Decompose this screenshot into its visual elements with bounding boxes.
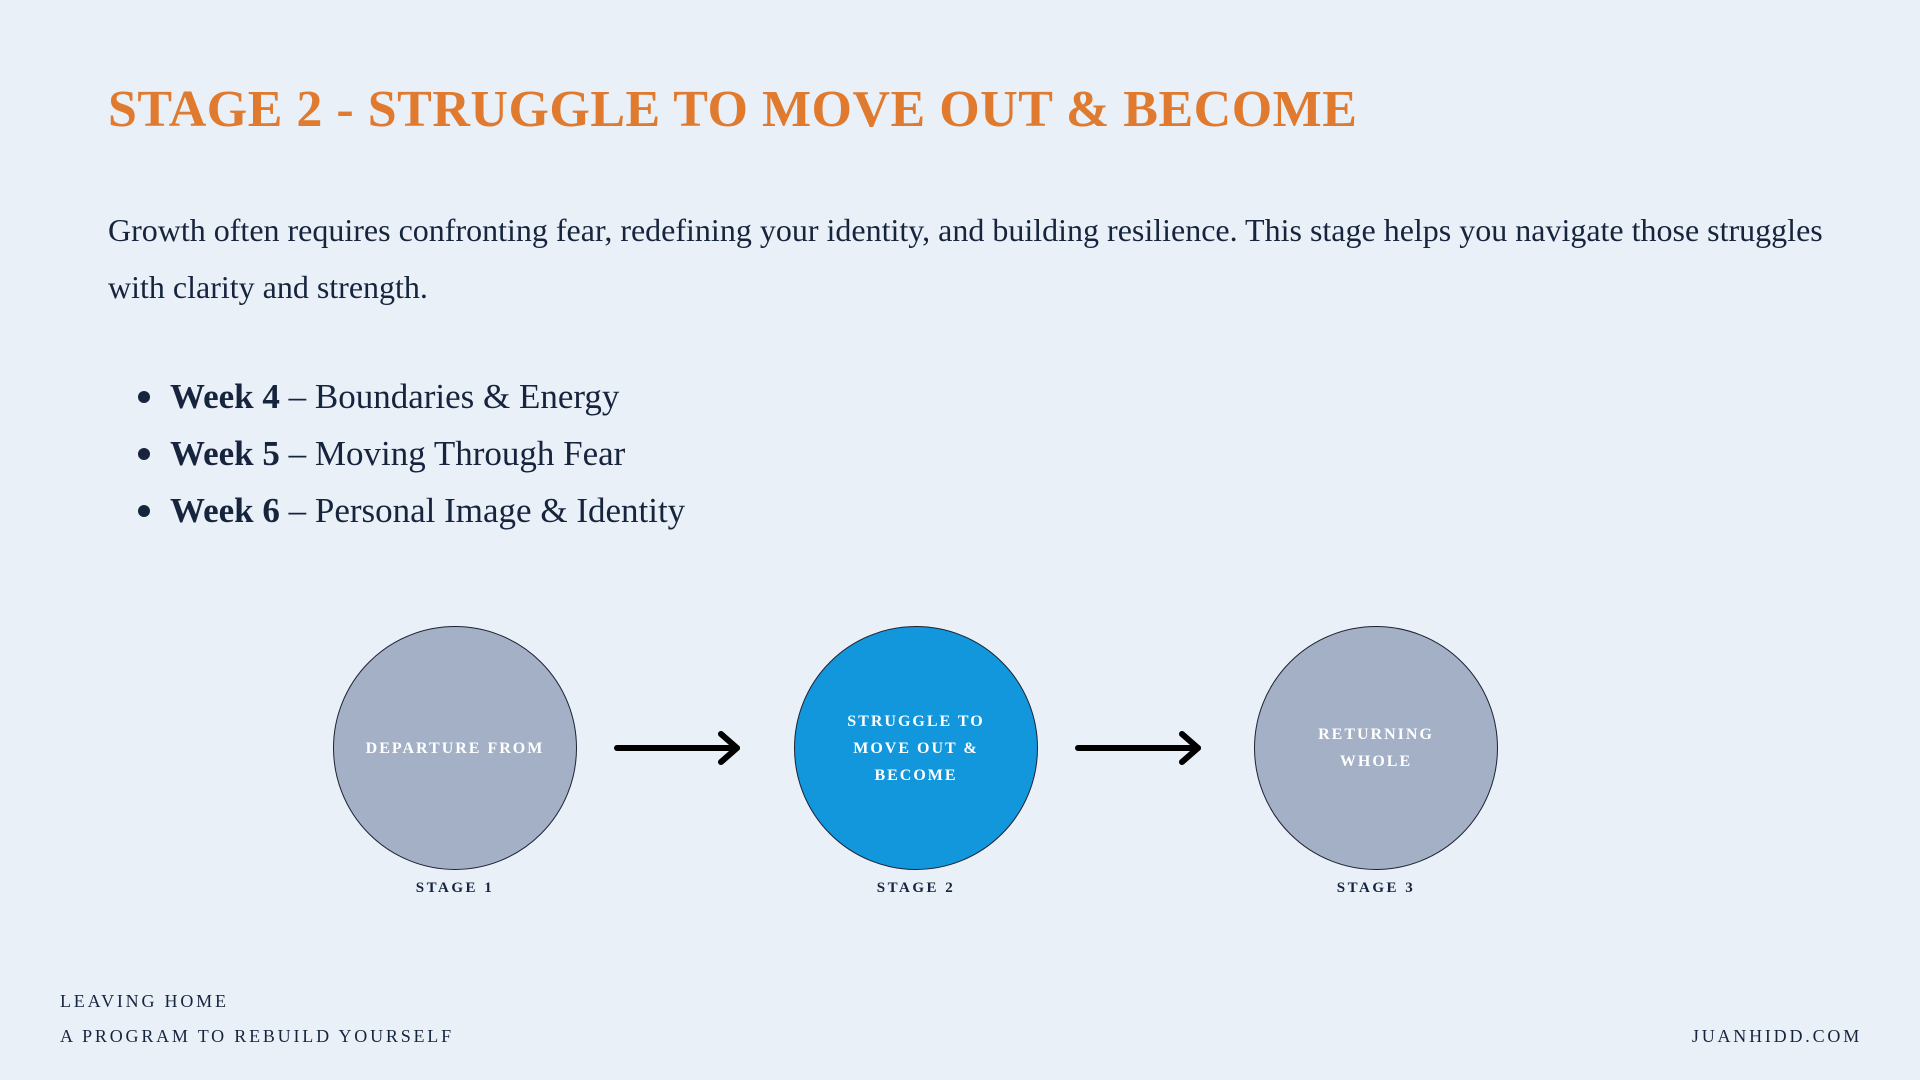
stage-3-circle: RETURNING WHOLE <box>1254 626 1498 870</box>
bullet-icon <box>138 448 150 460</box>
intro-paragraph: Growth often requires confronting fear, … <box>108 212 1823 305</box>
stage-3-label: STAGE 3 <box>1336 880 1416 896</box>
list-item: Week 5 – Moving Through Fear <box>138 425 685 482</box>
week-number: Week 6 <box>170 491 280 530</box>
stage-1-title: DEPARTURE FROM <box>365 739 545 757</box>
week-number: Week 5 <box>170 434 280 473</box>
stage-1-label: STAGE 1 <box>415 880 495 896</box>
arrow-right-icon <box>614 731 740 765</box>
program-tagline: A PROGRAM TO REBUILD YOURSELF <box>60 1026 454 1046</box>
week-topic: Personal Image & Identity <box>314 491 686 530</box>
week-separator: – <box>279 377 315 416</box>
stage-3-title: RETURNING WHOLE <box>1318 726 1434 770</box>
stage-1: DEPARTURE FROM STAGE 1 <box>333 626 577 897</box>
week-topic: Boundaries & Energy <box>314 377 620 416</box>
week-number: Week 4 <box>170 377 280 416</box>
arrow-right-icon <box>1075 731 1201 765</box>
program-name: LEAVING HOME <box>60 991 229 1011</box>
week-list: Week 4 – Boundaries & Energy Week 5 – Mo… <box>138 368 685 539</box>
stage-2-label: STAGE 2 <box>876 880 956 896</box>
list-item: Week 6 – Personal Image & Identity <box>138 482 685 539</box>
stage-1-circle: DEPARTURE FROM <box>333 626 577 870</box>
week-separator: – <box>279 491 315 530</box>
bullet-icon <box>138 391 150 403</box>
page-title: STAGE 2 - STRUGGLE TO MOVE OUT & BECOME <box>108 81 1358 138</box>
stage-2-title: STRUGGLE TO MOVE OUT & BECOME <box>847 712 985 784</box>
list-item: Week 4 – Boundaries & Energy <box>138 368 685 425</box>
footer-program: LEAVING HOME A PROGRAM TO REBUILD YOURSE… <box>60 984 454 1054</box>
stage-2-circle: STRUGGLE TO MOVE OUT & BECOME <box>794 626 1038 870</box>
bullet-icon <box>138 505 150 517</box>
stage-2: STRUGGLE TO MOVE OUT & BECOME STAGE 2 <box>794 626 1038 897</box>
footer-website: JUANHIDD.COM <box>1691 1026 1862 1046</box>
stage-3: RETURNING WHOLE STAGE 3 <box>1254 626 1498 897</box>
week-topic: Moving Through Fear <box>314 434 626 473</box>
week-separator: – <box>279 434 315 473</box>
